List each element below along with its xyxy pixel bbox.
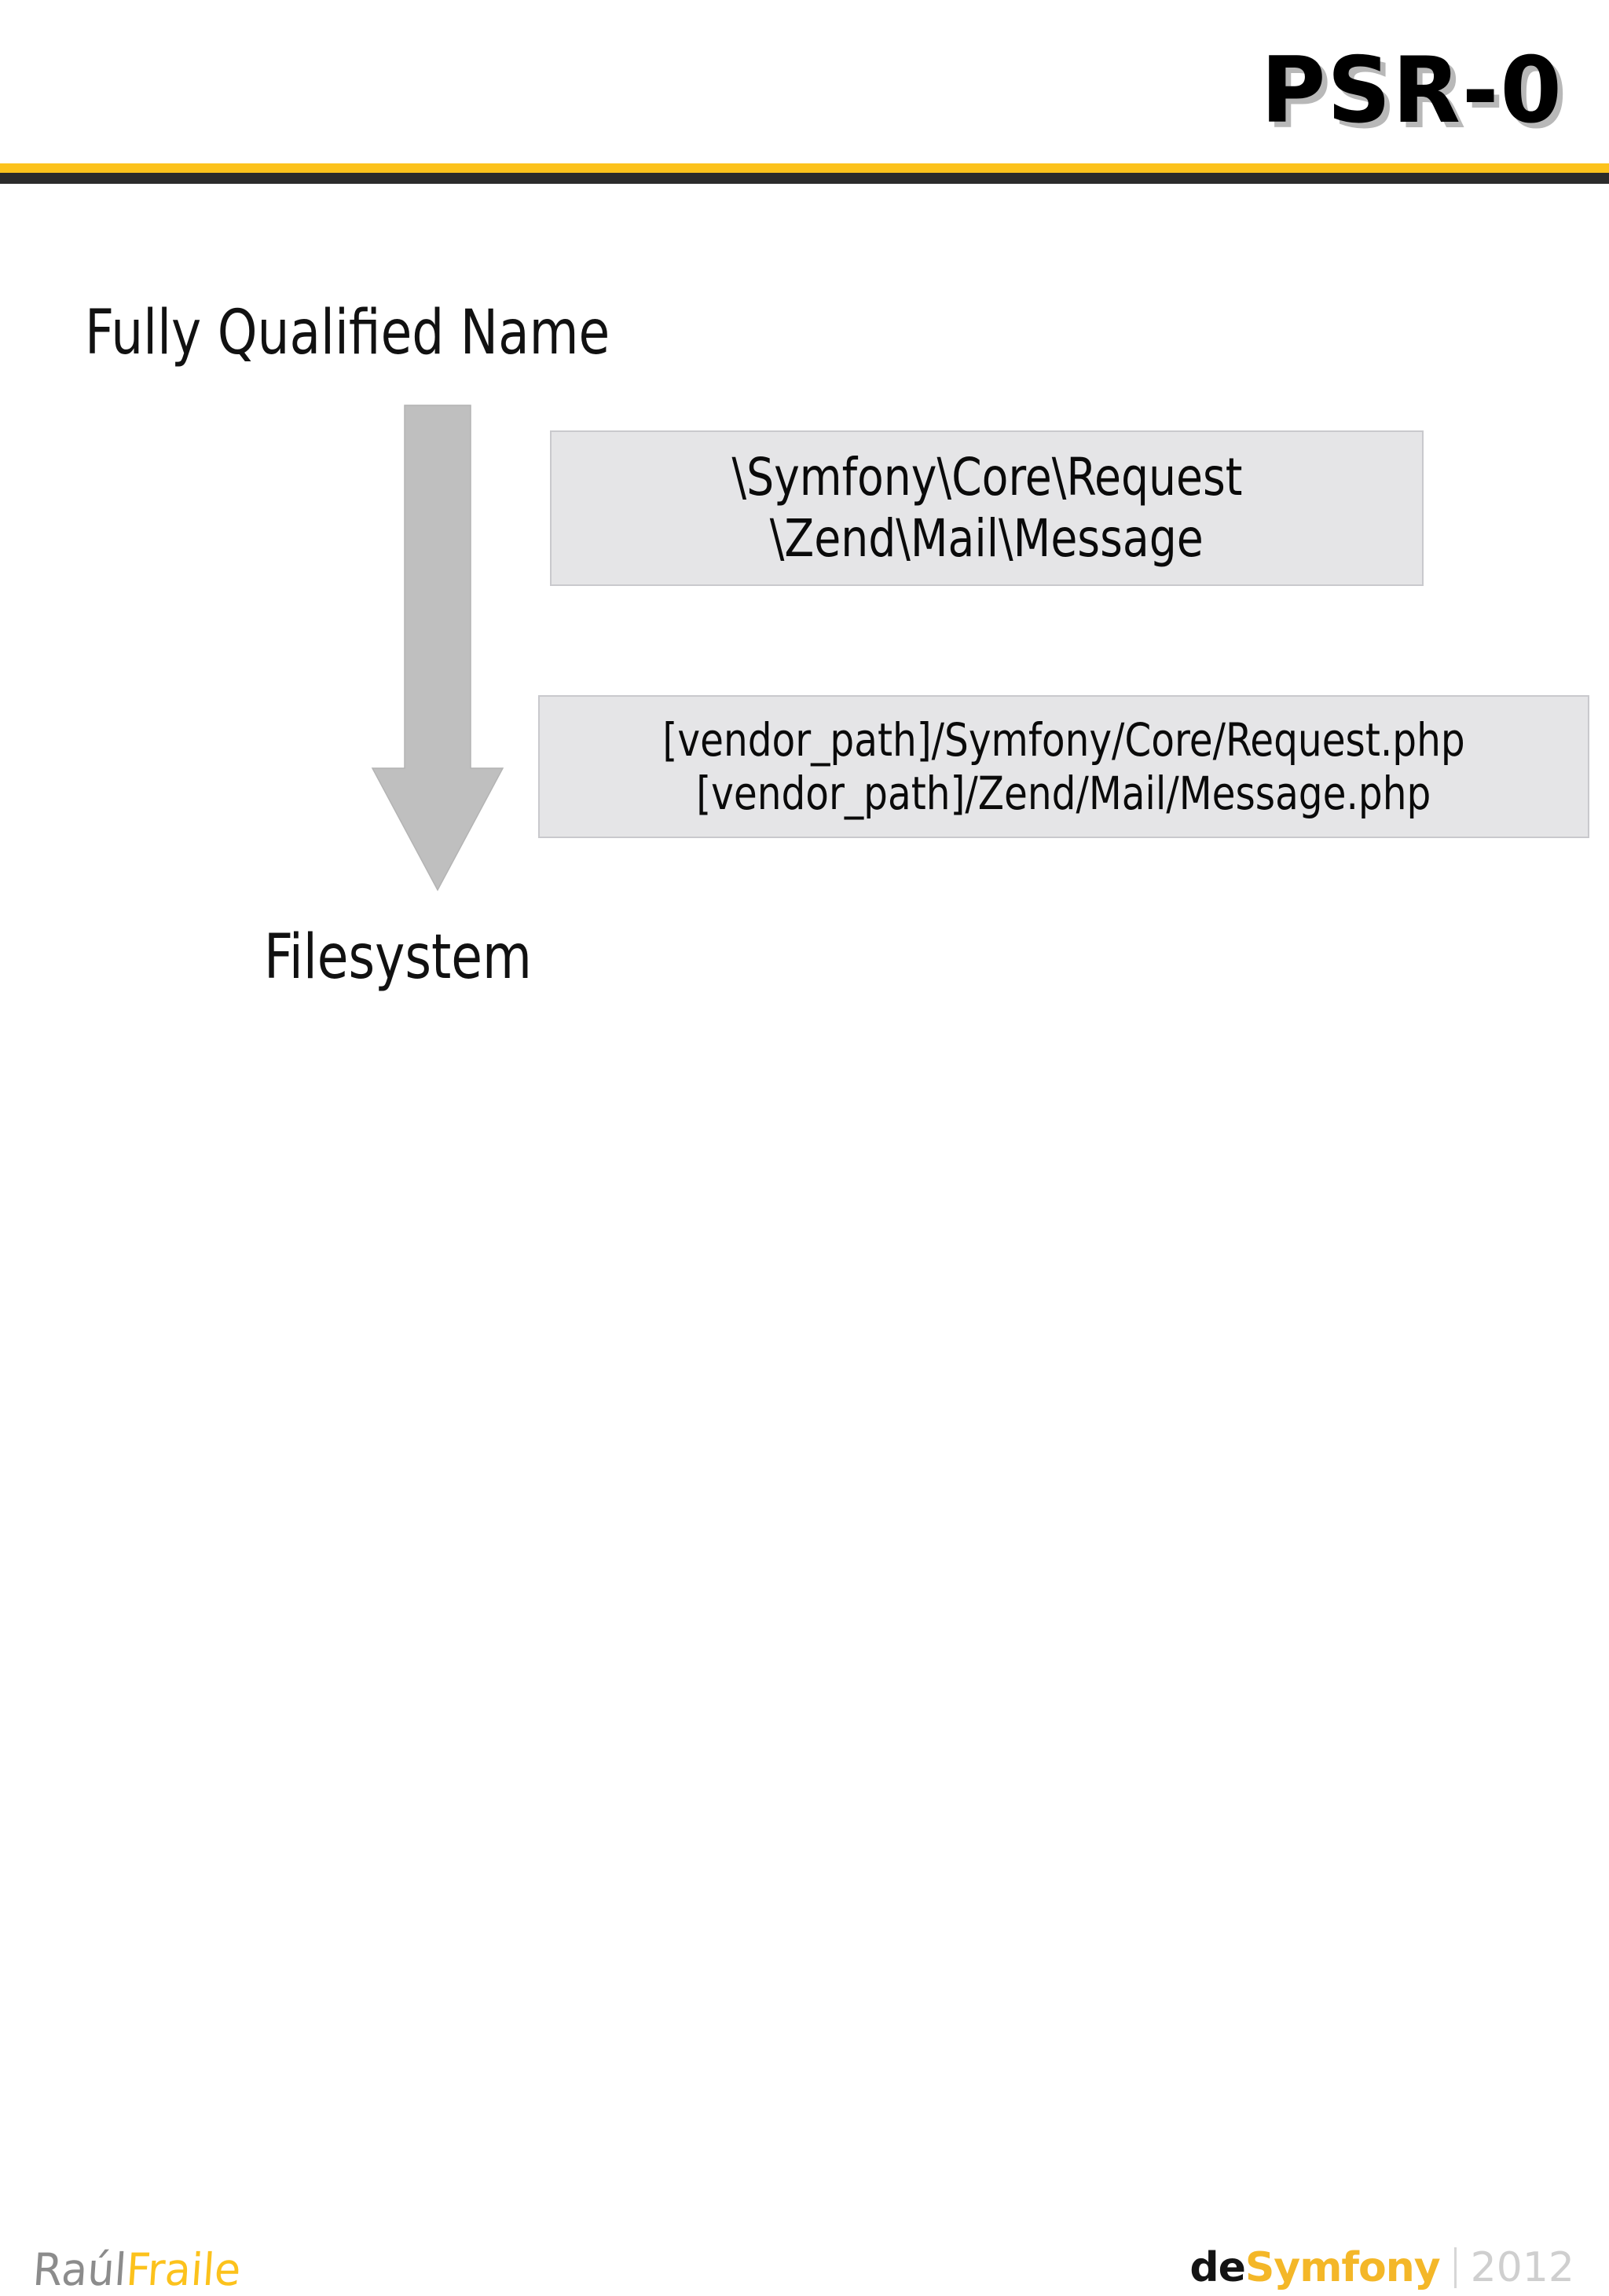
fully-qualified-name-box: \Symfony\Core\Request \Zend\Mail\Message (550, 430, 1424, 586)
speaker-last-name: Fraile (124, 2243, 243, 2296)
down-arrow-icon (371, 405, 504, 892)
speaker-first-name: Raúl (31, 2243, 129, 2296)
source-label: Fully Qualified Name (85, 298, 610, 368)
slide-header: PSR-0 (0, 0, 1609, 184)
code-line: \Symfony\Core\Request (731, 447, 1242, 508)
speaker-logo: RaúlFraile (31, 2243, 243, 2295)
page-title: PSR-0 (1261, 38, 1563, 144)
event-logo-divider (1453, 2247, 1457, 2288)
event-logo-brand: Symfony (1244, 2244, 1441, 2291)
code-line: [vendor_path]/Symfony/Core/Request.php (662, 712, 1465, 767)
event-logo-prefix: de (1189, 2244, 1245, 2291)
code-line: \Zend\Mail\Message (770, 508, 1204, 569)
target-label: Filesystem (264, 922, 532, 993)
event-logo-year: 2012 (1470, 2244, 1574, 2291)
header-dark-rule (0, 173, 1609, 184)
header-accent-rule (0, 163, 1609, 173)
filesystem-path-box: [vendor_path]/Symfony/Core/Request.php [… (538, 695, 1589, 838)
code-line: [vendor_path]/Zend/Mail/Message.php (696, 767, 1431, 820)
